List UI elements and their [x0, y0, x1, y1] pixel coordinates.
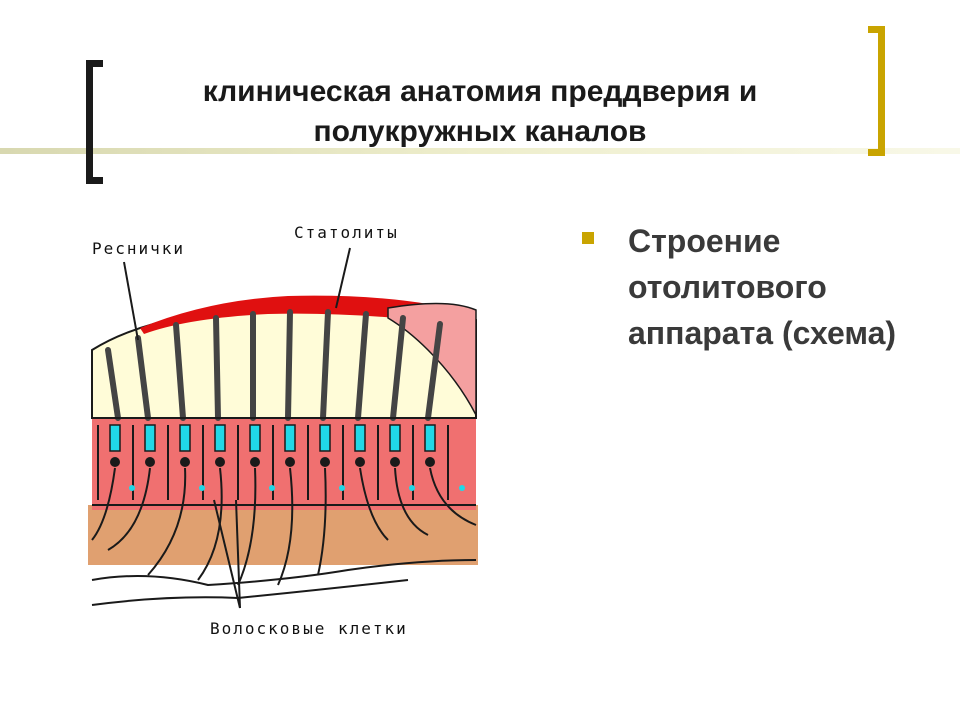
slide-title: клиническая анатомия преддверия и полукр…	[110, 72, 850, 152]
cell-boundaries	[92, 417, 476, 506]
cell-nuclei	[110, 457, 435, 467]
bullet-text: Строение отолитового аппарата (схема)	[628, 223, 897, 351]
support-cell-nuclei	[129, 485, 465, 491]
title-line-2: полукружных каналов	[313, 115, 647, 148]
bullet-item: Строение отолитового аппарата (схема)	[582, 218, 922, 356]
membrane-bulge	[387, 302, 477, 416]
hair-cell-bodies	[109, 424, 436, 452]
cilia-bundle	[105, 309, 443, 421]
title-left-bracket	[86, 60, 103, 184]
label-cilia: Реснички	[92, 239, 185, 258]
bullet-square-icon	[582, 232, 594, 244]
label-hair-cells: Волосковые клетки	[210, 619, 408, 638]
label-statoliths: Статолиты	[294, 223, 399, 242]
label-pointers	[123, 247, 351, 609]
title-line-1: клиническая анатомия преддверия и	[202, 75, 758, 108]
header-decorative-line	[0, 148, 960, 154]
statolith-layer	[140, 295, 428, 334]
title-right-bracket	[868, 26, 885, 156]
basal-membrane	[88, 505, 478, 565]
otolith-diagram: Реснички Статолиты Волосковые клетки	[88, 223, 478, 638]
